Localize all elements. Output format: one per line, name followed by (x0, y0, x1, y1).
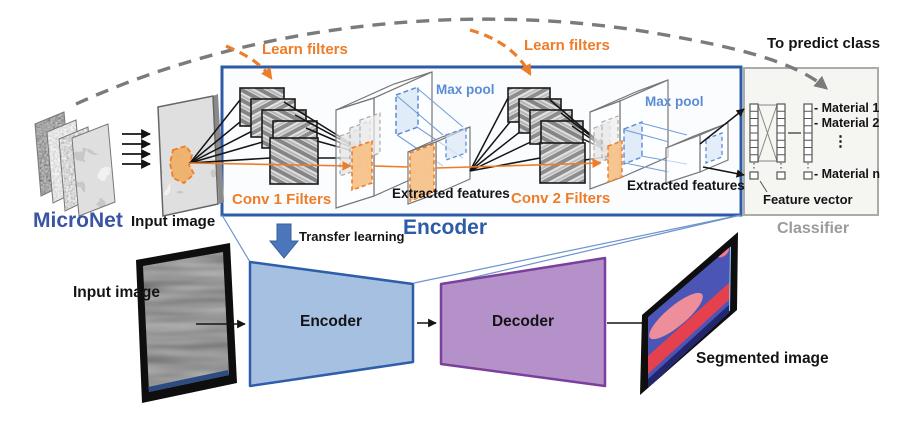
input-image-top (157, 94, 224, 217)
decoder-trapezoid-label: Decoder (491, 313, 555, 330)
micrograph-stack (34, 111, 116, 217)
to-predict-class-label: To predict class (767, 35, 881, 52)
conv2-filter-tiles (507, 87, 586, 184)
maxpool-plane-2 (623, 120, 643, 166)
learn-filters-label-2: Learn filters (524, 37, 610, 54)
predict-class-arc (75, 17, 829, 106)
transfer-learning-label: Transfer learning (299, 229, 405, 244)
max-pool-label-1: Max pool (436, 82, 495, 97)
maxpool-plane-pooled-2 (705, 132, 723, 164)
segmented-image (640, 232, 738, 395)
orange-feature-plane-1 (351, 139, 373, 192)
classifier-label: Classifier (777, 220, 850, 237)
learn-filters-arrow-2 (469, 28, 532, 77)
material-2-label: - Material 2 (814, 116, 880, 130)
feature-planes-1 (339, 85, 419, 192)
feature-vector-columns (749, 103, 813, 193)
input-image-bottom (136, 243, 237, 403)
stride-lines (189, 158, 602, 171)
orange-feature-plane-pooled-1 (409, 142, 435, 203)
encoder-trapezoid (248, 260, 415, 388)
transfer-learning-arrow (268, 223, 300, 259)
extracted-features-label-1: Extracted features (392, 186, 510, 201)
feature-vector-pointer (759, 180, 768, 193)
max-pool-label-2: Max pool (645, 94, 704, 109)
zoom-projection-lines (221, 214, 742, 286)
conv1-filters-label: Conv 1 Filters (232, 191, 332, 208)
learn-filters-arrow-1 (225, 44, 273, 80)
stack-to-input-arrows (122, 129, 151, 169)
encoder-trapezoid-label: Encoder (299, 313, 363, 330)
conv1-filter-tiles (239, 87, 319, 185)
feature-vector-label: Feature vector (763, 192, 853, 207)
extracted-features-label-2: Extracted features (627, 178, 745, 193)
conv2-filters-label: Conv 2 Filters (511, 190, 611, 207)
decoder-trapezoid (439, 256, 607, 388)
orange-feature-plane-2 (607, 139, 623, 184)
material-n-label: - Material n (814, 167, 880, 181)
receptive-field-patch (169, 144, 196, 185)
encoder-title: Encoder (402, 216, 488, 239)
maxpool-plane-pooled-1 (445, 127, 467, 161)
maxpool-plane-1 (395, 85, 419, 137)
input-image-label-bottom: Input image (73, 284, 160, 301)
input-image-label-top: Input image (131, 213, 216, 230)
extracted-features-box-2 (665, 122, 729, 184)
feature-planes-2 (593, 115, 643, 184)
micronet-label: MicroNet (33, 209, 123, 232)
material-1-label: - Material 1 (814, 101, 880, 115)
learn-filters-label-1: Learn filters (262, 41, 348, 58)
to-classifier-arrows (699, 108, 745, 178)
material-ellipsis: ⋮ (833, 133, 848, 150)
segmented-image-label: Segmented image (696, 350, 829, 367)
